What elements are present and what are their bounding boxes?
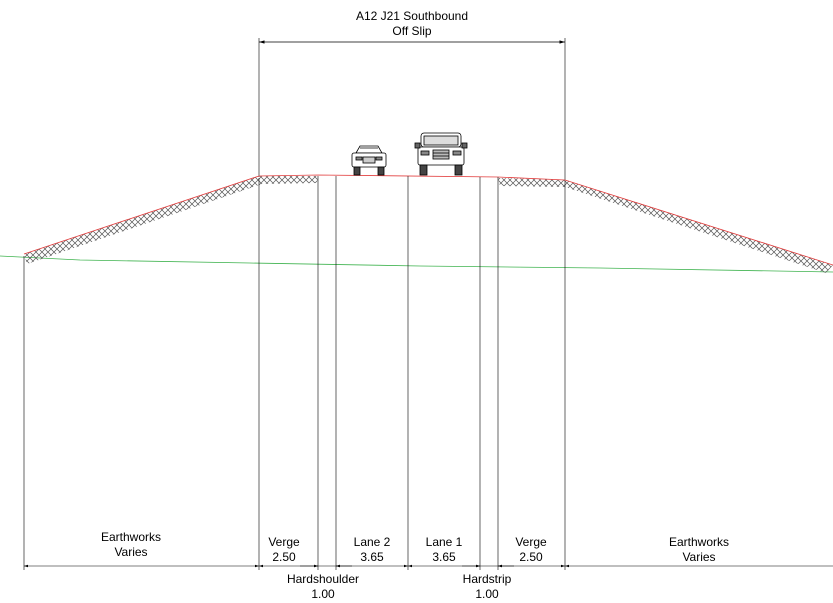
embankment-hatch-right	[498, 178, 833, 273]
van-icon	[414, 132, 468, 176]
width-lane-1: 3.65	[432, 550, 456, 564]
width-hardstrip: 1.00	[475, 587, 499, 601]
car-icon	[351, 145, 387, 176]
embankment-hatch-left	[24, 176, 318, 264]
label-verge-left: Verge	[268, 535, 300, 549]
label-lane-2: Lane 2	[354, 535, 391, 549]
label-earthworks-left: Earthworks	[101, 530, 161, 544]
width-earthworks-right: Varies	[682, 550, 715, 564]
width-verge-right: 2.50	[519, 550, 543, 564]
section-boundaries	[23, 176, 566, 570]
existing-ground-line	[0, 255, 833, 273]
label-hardstrip: Hardstrip	[463, 572, 512, 586]
label-earthworks-right: Earthworks	[669, 535, 729, 549]
width-lane-2: 3.65	[360, 550, 384, 564]
title-line-2: Off Slip	[392, 24, 431, 38]
title-line-1: A12 J21 Southbound	[356, 9, 468, 23]
label-hardshoulder: Hardshoulder	[287, 572, 359, 586]
width-verge-left: 2.50	[272, 550, 296, 564]
width-earthworks-left: Varies	[114, 545, 147, 559]
label-lane-1: Lane 1	[426, 535, 463, 549]
label-verge-right: Verge	[515, 535, 547, 549]
width-hardshoulder: 1.00	[311, 587, 335, 601]
